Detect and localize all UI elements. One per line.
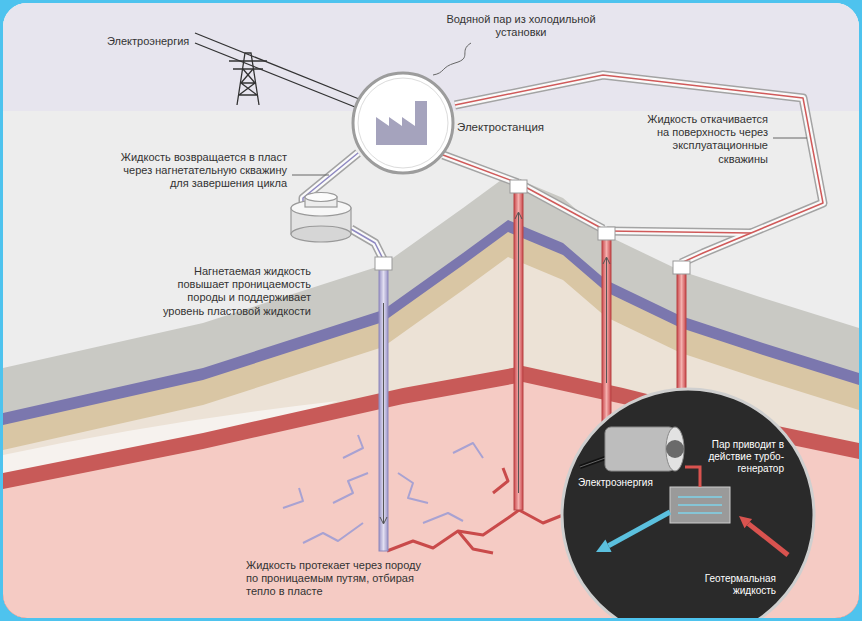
leader-lines-part bbox=[292, 175, 329, 176]
wells-part bbox=[514, 188, 523, 510]
pale-fractures-part bbox=[303, 523, 363, 543]
separator-tank-part bbox=[305, 193, 337, 202]
injected-fluid-label: Нагнетаемая жидкость повышает проницаемо… bbox=[149, 265, 311, 318]
pale-fractures-part bbox=[423, 513, 463, 523]
pipes-part-part bbox=[518, 183, 603, 229]
hot-fractures-part bbox=[493, 468, 508, 493]
electricity-caption: Электроэнергия bbox=[578, 477, 653, 489]
power-line-part bbox=[195, 33, 359, 99]
separator-tank-part bbox=[291, 226, 351, 242]
turbine-inset-circle-shape-part bbox=[748, 524, 788, 555]
pipes-part-part bbox=[518, 183, 603, 229]
pipes-part bbox=[443, 75, 823, 263]
turbine-inset-circle-shape-part bbox=[739, 516, 752, 528]
electricity-label: Электроэнергия bbox=[107, 35, 189, 48]
pipes-part-part bbox=[455, 75, 823, 263]
production-label: Жидкость откачивается на поверхность чер… bbox=[633, 113, 768, 166]
power-plant-circle-shape-part bbox=[358, 78, 448, 168]
pipes-part-part bbox=[351, 229, 383, 259]
turbine-inset-circle-shape-part bbox=[666, 427, 684, 471]
fluid-caption: Геотермальная жидкость bbox=[694, 573, 776, 597]
turbine-inset-circle-shape-part bbox=[562, 389, 814, 618]
turbine-caption: Пар приводит в действие турбо- генератор bbox=[694, 439, 784, 475]
power-line-part bbox=[195, 43, 355, 107]
power-plant-circle-shape-part bbox=[376, 101, 427, 145]
separator-tank bbox=[291, 193, 351, 243]
wells-part-part bbox=[380, 303, 387, 524]
pylon-part bbox=[229, 61, 267, 69]
pipes-part-part bbox=[351, 229, 383, 259]
pipes-part-part bbox=[607, 231, 751, 233]
pipes-part-part bbox=[303, 153, 358, 208]
turbine-inset-circle-shape bbox=[560, 387, 816, 618]
wells-part-part bbox=[515, 212, 522, 493]
reservoir-flow-label: Жидкость протекает через породу по прони… bbox=[246, 559, 426, 599]
pale-fractures-part bbox=[398, 473, 428, 503]
wells-part bbox=[379, 265, 388, 551]
pipes-part-part bbox=[607, 231, 751, 233]
wells-part-part bbox=[598, 227, 615, 240]
steam-label: Водяной пар из холодильной установки bbox=[446, 13, 596, 39]
hot-fractures-part bbox=[387, 510, 519, 551]
hot-fractures-part bbox=[458, 531, 493, 553]
leader-lines-part bbox=[773, 138, 807, 139]
turbine-inset-circle-shape-part bbox=[580, 457, 608, 467]
power-plant-circle-shape-part bbox=[353, 73, 453, 173]
leader-lines-part bbox=[433, 43, 471, 75]
turbine-inset-circle-shape-part bbox=[670, 487, 730, 523]
pale-fractures-part bbox=[283, 488, 303, 508]
pipes-part-part bbox=[455, 75, 823, 263]
wells-part bbox=[677, 269, 686, 389]
plant-name: Электростанция bbox=[457, 121, 544, 135]
turbine-inset-circle-shape-part bbox=[666, 440, 684, 458]
pylon-part bbox=[239, 69, 257, 95]
pipes-part-part bbox=[518, 183, 603, 229]
power-plant-circle-shape bbox=[351, 71, 455, 175]
wells-part-part bbox=[375, 257, 392, 270]
pipes-part-part bbox=[303, 153, 358, 208]
pipes-part-part bbox=[351, 229, 383, 259]
pale-fractures-part bbox=[453, 443, 483, 458]
power-line bbox=[195, 33, 359, 107]
pipes-part-part bbox=[443, 155, 518, 183]
turbine-inset-circle-shape-part bbox=[580, 457, 608, 467]
wells-part-part bbox=[673, 261, 690, 274]
pipes-part-part bbox=[443, 155, 518, 183]
wells-part-part bbox=[510, 180, 527, 193]
pipes-part-part bbox=[443, 155, 518, 183]
pale-fractures-part bbox=[333, 473, 368, 503]
pylon bbox=[229, 53, 267, 105]
power-plant-circle: Электростанция bbox=[351, 71, 455, 175]
hot-fractures-part bbox=[519, 510, 563, 523]
turbine-inset-circle-shape-part bbox=[678, 497, 722, 513]
pale-fractures-part bbox=[343, 435, 363, 458]
pipes-part-part bbox=[303, 153, 358, 208]
pipes-part-part bbox=[607, 231, 751, 233]
diagram-panel: ЭлектростанцияПар приводит в действие ту… bbox=[3, 3, 859, 618]
turbine-inset-circle-shape-part bbox=[596, 539, 612, 552]
hot-fractures bbox=[387, 468, 563, 553]
pipes-part-part bbox=[455, 75, 823, 263]
turbine-inset-circle: Пар приводит в действие турбо- генератор… bbox=[560, 387, 816, 618]
wells-part-part bbox=[603, 257, 610, 383]
leader-lines bbox=[292, 43, 807, 175]
wells-part bbox=[602, 235, 611, 435]
injection-return-label: Жидкость возвращается в пласт через нагн… bbox=[107, 151, 287, 191]
wells-part bbox=[375, 180, 690, 274]
turbine-inset-circle-shape-part bbox=[605, 427, 675, 471]
turbine-inset-circle-shape-part bbox=[685, 467, 700, 487]
turbine-inset-circle-shape-part bbox=[609, 512, 671, 546]
